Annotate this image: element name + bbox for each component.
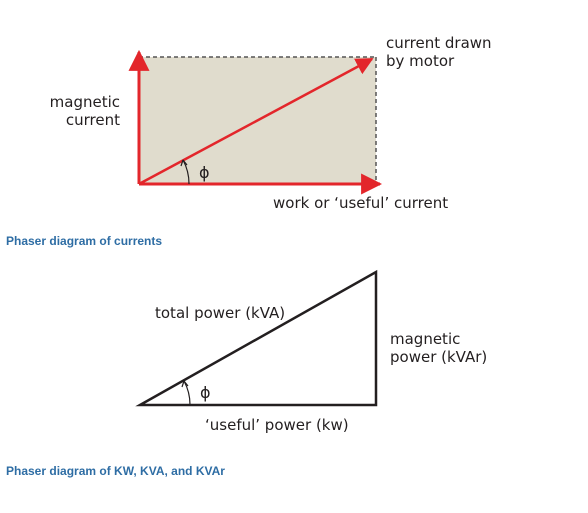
magnetic-current-label-line2: current <box>66 111 120 129</box>
useful-power-label: ‘useful’ power (kw) <box>205 416 349 434</box>
magnetic-power-label-line1: magnetic <box>390 330 460 348</box>
useful-current-label: work or ‘useful’ current <box>273 194 448 212</box>
power-triangle <box>135 269 378 407</box>
magnetic-power-label-line2: power (kVAr) <box>390 348 487 366</box>
angle-arc-arrowhead-2 <box>181 380 189 388</box>
angle-symbol-1: ϕ <box>199 163 210 182</box>
power-triangle-diagram: ϕ total power (kVA) magnetic power (kVAr… <box>135 269 487 434</box>
magnetic-current-label-line1: magnetic <box>50 93 120 111</box>
angle-arc-arrowhead-1 <box>180 159 188 167</box>
motor-current-label-line1: current drawn <box>386 34 492 52</box>
angle-symbol-2: ϕ <box>200 383 211 402</box>
caption-currents: Phaser diagram of currents <box>6 234 162 248</box>
total-power-label: total power (kVA) <box>155 304 285 322</box>
motor-current-label-line2: by motor <box>386 52 455 70</box>
current-phasor-diagram: ϕ current drawn by motor magnetic curren… <box>50 34 492 212</box>
caption-power: Phaser diagram of KW, KVA, and KVAr <box>6 464 225 478</box>
motor-current-arrow <box>138 57 374 186</box>
